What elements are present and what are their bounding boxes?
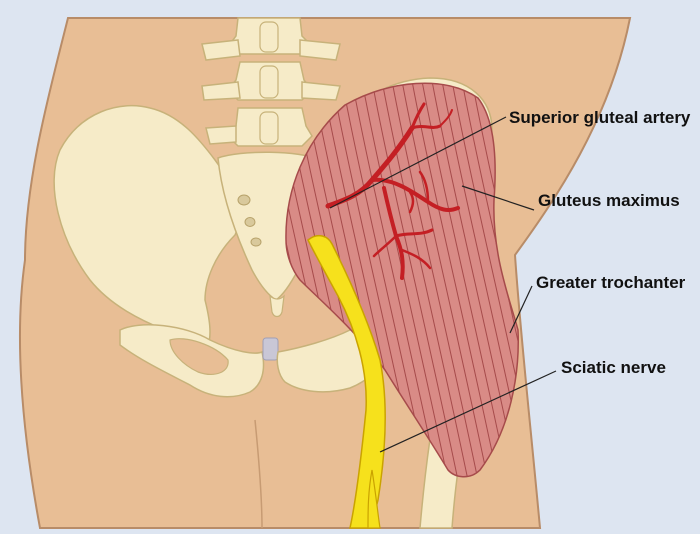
label-greater-trochanter: Greater trochanter (536, 273, 685, 293)
spinous-processes (260, 22, 278, 144)
label-superior-gluteal-artery: Superior gluteal artery (509, 108, 690, 128)
coccyx (270, 296, 284, 317)
label-sciatic-nerve: Sciatic nerve (561, 358, 666, 378)
pubic-symphysis (263, 338, 278, 360)
label-gluteus-maximus: Gluteus maximus (538, 191, 680, 211)
